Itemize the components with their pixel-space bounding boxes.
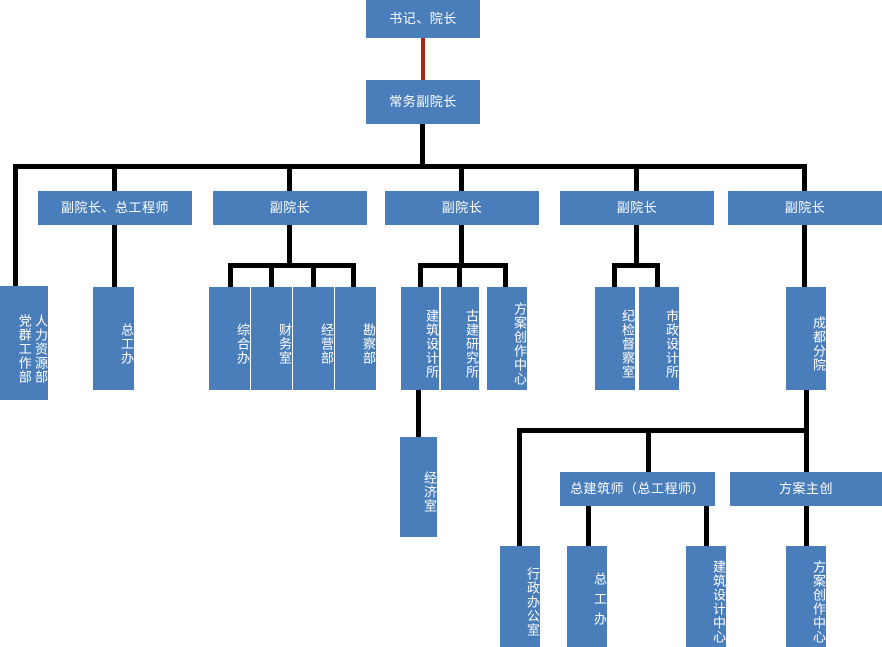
connector-vp4-drop-municipal-design-institute bbox=[655, 263, 660, 287]
node-chief-architect[interactable]: 总建筑师（总工程师） bbox=[560, 472, 715, 506]
connector-vp4-stem bbox=[634, 225, 639, 263]
connector-chengdu-drop-admin-office bbox=[517, 428, 522, 549]
connector-architectural-design-institute-to-economics-office bbox=[416, 390, 421, 437]
connector-bus-drop-vp2 bbox=[287, 164, 292, 192]
connector-vp3-drop-scheme-creation-center bbox=[503, 263, 508, 287]
node-economics-office[interactable]: 经济室 bbox=[400, 437, 437, 537]
node-finance-office[interactable]: 财务室 bbox=[251, 287, 292, 390]
node-executive-vp[interactable]: 常务副院长 bbox=[366, 80, 480, 124]
connector-chief-architect-to-architectural-design-center bbox=[704, 506, 709, 546]
node-vp-5[interactable]: 副院长 bbox=[728, 191, 882, 225]
connector-bus-drop-vp3 bbox=[459, 164, 464, 192]
node-chengdu-branch[interactable]: 成都分院 bbox=[786, 287, 826, 390]
connector-secretary-to-executive-vp bbox=[421, 38, 425, 80]
node-scheme-lead[interactable]: 方案主创 bbox=[730, 472, 882, 506]
connector-vp2-drop-finance-office bbox=[269, 263, 274, 287]
connector-vp4-bus bbox=[612, 263, 660, 268]
connector-vp2-bus bbox=[228, 263, 356, 268]
node-admin-office[interactable]: 行政办公室 bbox=[500, 546, 540, 647]
node-municipal-design-institute[interactable]: 市政设计所 bbox=[639, 287, 679, 390]
connector-chengdu-branch-bus bbox=[517, 428, 809, 433]
node-ancient-architecture-institute[interactable]: 古建研究所 bbox=[441, 287, 479, 390]
connector-scheme-lead-to-scheme-creation-center bbox=[804, 506, 809, 546]
connector-vp2-drop-survey-dept bbox=[351, 263, 356, 287]
node-architectural-design-center[interactable]: 建筑设计中心 bbox=[686, 546, 726, 647]
node-discipline-inspection-office[interactable]: 纪检督察室 bbox=[595, 287, 635, 390]
connector-level2-bus bbox=[13, 164, 807, 169]
connector-bus-drop-vp-chief-engineer bbox=[112, 164, 117, 192]
node-secretary-president[interactable]: 书记、院长 bbox=[366, 0, 480, 38]
connector-vp5-to-chengdu-branch bbox=[802, 225, 807, 287]
connector-vp4-drop-discipline-inspection-office bbox=[612, 263, 617, 287]
node-operations-dept[interactable]: 经营部 bbox=[293, 287, 334, 390]
node-scheme-creation-center[interactable]: 方案创作中心 bbox=[487, 287, 527, 390]
node-survey-dept[interactable]: 勘察部 bbox=[335, 287, 376, 390]
connector-chengdu-drop-chief-architect bbox=[646, 428, 651, 474]
connector-vp2-stem bbox=[287, 225, 292, 263]
connector-vp3-stem bbox=[459, 225, 464, 263]
connector-vp2-drop-operations-dept bbox=[311, 263, 316, 287]
node-vp-chief-engineer[interactable]: 副院长、总工程师 bbox=[38, 191, 192, 225]
connector-vp3-bus bbox=[418, 263, 508, 268]
connector-chief-architect-to-chief-engineer-office bbox=[586, 506, 591, 546]
connector-vp3-drop-architectural-design-institute bbox=[418, 263, 423, 287]
connector-executive-vp-trunk bbox=[420, 124, 425, 168]
connector-bus-drop-vp4 bbox=[634, 164, 639, 192]
node-scheme-creation-center-chengdu[interactable]: 方案创作中心 bbox=[786, 546, 826, 647]
connector-vp3-drop-ancient-architecture-institute bbox=[457, 263, 462, 287]
node-vp-3[interactable]: 副院长 bbox=[385, 191, 539, 225]
node-vp-4[interactable]: 副院长 bbox=[560, 191, 714, 225]
connector-chengdu-branch-stem bbox=[804, 390, 809, 432]
connector-bus-drop-vp5 bbox=[802, 164, 807, 192]
connector-chengdu-drop-scheme-lead bbox=[804, 428, 809, 474]
node-general-office[interactable]: 综合办 bbox=[209, 287, 250, 390]
node-chief-engineer-office-chengdu[interactable]: 总工办 bbox=[567, 546, 607, 647]
connector-bus-drop-hr-party bbox=[13, 164, 18, 286]
connector-vp2-drop-general-office bbox=[228, 263, 233, 287]
node-chief-engineer-office[interactable]: 总工办 bbox=[93, 287, 134, 390]
node-architectural-design-institute[interactable]: 建筑设计所 bbox=[401, 287, 439, 390]
node-vp-2[interactable]: 副院长 bbox=[213, 191, 367, 225]
connector-vp-chief-engineer-to-cеo bbox=[112, 225, 117, 287]
node-hr-and-party-box[interactable]: 人力资源部 党群工作部 bbox=[0, 286, 48, 400]
